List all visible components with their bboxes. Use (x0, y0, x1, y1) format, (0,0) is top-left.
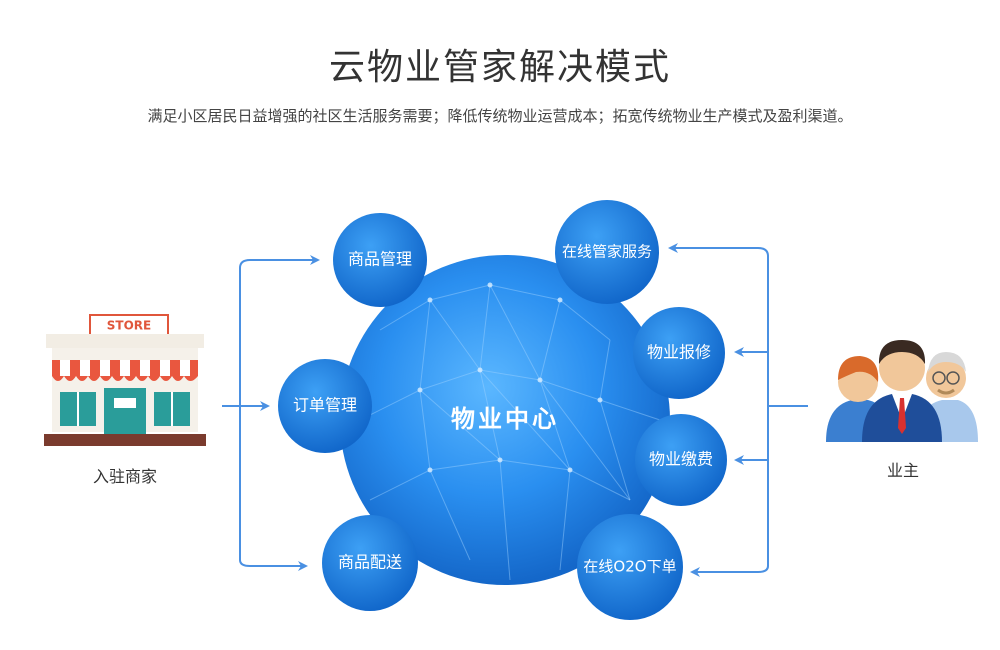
merchant-label: 入驻商家 (93, 467, 157, 486)
node-payment-label: 物业缴费 (649, 450, 713, 469)
node-product-delivery-label: 商品配送 (338, 553, 402, 572)
node-online-steward-label: 在线管家服务 (562, 243, 652, 261)
page-subtitle: 满足小区居民日益增强的社区生活服务需要；降低传统物业运营成本；拓宽传统物业生产模… (147, 107, 853, 125)
node-product-management-label: 商品管理 (348, 250, 412, 269)
center-label: 物业中心 (451, 405, 559, 433)
left-connectors (222, 255, 320, 571)
node-payment: 物业缴费 (635, 414, 727, 506)
storefront-icon: STORE (44, 314, 206, 446)
store-sign-text: STORE (107, 319, 151, 333)
right-connectors (668, 243, 808, 577)
node-order-management-label: 订单管理 (293, 396, 357, 415)
node-online-steward: 在线管家服务 (555, 200, 659, 304)
node-o2o-order: 在线O2O下单 (577, 514, 683, 620)
node-product-management: 商品管理 (333, 213, 427, 307)
node-repair: 物业报修 (633, 307, 725, 399)
node-repair-label: 物业报修 (647, 343, 711, 362)
node-product-delivery: 商品配送 (322, 515, 418, 611)
owners-label: 业主 (887, 461, 919, 480)
node-order-management: 订单管理 (278, 359, 372, 453)
page-title: 云物业管家解决模式 (328, 47, 671, 88)
center-sphere: 物业中心 (340, 255, 670, 585)
people-icon (826, 340, 978, 442)
node-o2o-order-label: 在线O2O下单 (583, 558, 676, 576)
